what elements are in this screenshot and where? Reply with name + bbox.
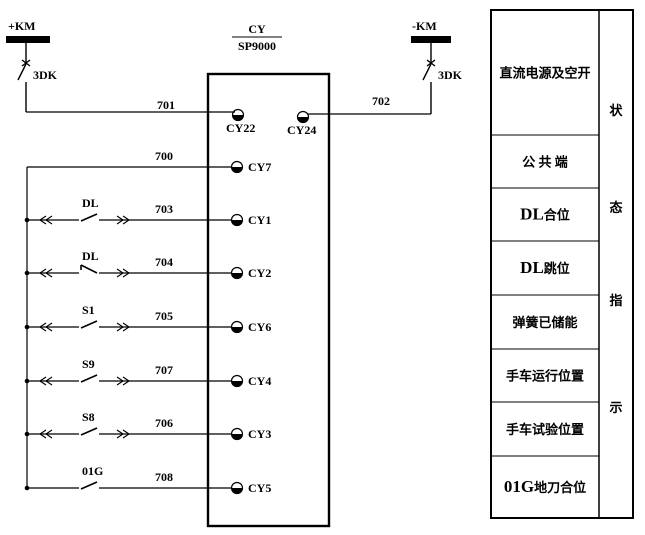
terminal-cy5-fill: [231, 488, 243, 494]
terminal-cy4-fill: [231, 381, 243, 387]
terminal-cy24-label: CY24: [287, 123, 316, 137]
status-cell-label: 手车试验位置: [506, 422, 584, 437]
terminal-cy7-label: CY7: [248, 160, 271, 174]
status-cell-prefix: DL: [520, 258, 544, 277]
status-cell-text: 弹簧已储能: [512, 315, 577, 330]
neg-bus-label: -KM: [412, 19, 437, 33]
contact-no-icon: [80, 213, 98, 222]
terminal-cy4-label: CY4: [248, 374, 271, 388]
left-breaker-label: 3DK: [33, 68, 58, 82]
status-cell-label: 手车运行位置: [506, 369, 584, 384]
status-cell-label: 直流电源及空开: [499, 66, 590, 81]
status-cell-text: 手车运行位置: [506, 369, 584, 384]
wire-701-label: 701: [157, 98, 175, 112]
device-box: [206, 72, 331, 528]
pos-bus-label: +KM: [8, 19, 36, 33]
left-breaker-symbol: [17, 43, 31, 112]
terminal-cy22-fill: [232, 115, 244, 121]
device-title: CY: [248, 22, 266, 36]
terminal-cy1-label: CY1: [248, 213, 271, 227]
status-cell-label: 公 共 端: [522, 155, 568, 170]
status-table-border: [490, 9, 634, 519]
contact-nc-icon: [80, 264, 98, 274]
switch-label: S1: [82, 303, 95, 317]
status-cell-label: 跳位: [544, 261, 570, 276]
switch-label: DL: [82, 196, 99, 210]
wire-number-label: 700: [155, 149, 173, 163]
terminal-cy3-label: CY3: [248, 427, 271, 441]
status-side-char: 态: [609, 200, 622, 215]
neg-bus-bar: [411, 36, 451, 43]
right-breaker-symbol: [422, 43, 436, 114]
right-breaker-label: 3DK: [438, 68, 463, 82]
device-model: SP9000: [238, 39, 276, 53]
terminal-cy5-label: CY5: [248, 481, 271, 495]
wire-number-label: 704: [155, 255, 173, 269]
terminal-cy1-fill: [231, 220, 243, 226]
switch-label: S9: [82, 357, 95, 371]
contact-no-icon: [80, 481, 98, 490]
terminal-cy22-label: CY22: [226, 121, 255, 135]
switch-label: S8: [82, 410, 95, 424]
status-cell-prefix: 01G: [504, 477, 534, 496]
status-cell-text: 直流电源及空开: [499, 66, 590, 81]
status-side-char: 指: [609, 293, 622, 308]
status-cell-text: 01G地刀合位: [504, 477, 586, 496]
status-cell-text: DL合位: [520, 205, 570, 224]
pos-bus-bar: [6, 36, 50, 43]
terminal-cy24-fill: [297, 117, 309, 123]
status-cell-text: 手车试验位置: [506, 422, 584, 437]
contact-no-icon: [80, 320, 98, 329]
status-cell-label: 弹簧已储能: [512, 315, 577, 330]
terminal-cy2-fill: [231, 273, 243, 279]
wire-number-label: 706: [155, 416, 173, 430]
wire-number-label: 707: [155, 363, 173, 377]
status-cell-label: 地刀合位: [534, 480, 586, 495]
status-cell-prefix: DL: [520, 205, 544, 224]
switch-label: 01G: [82, 464, 103, 478]
contact-no-icon: [80, 427, 98, 436]
terminal-cy3-fill: [231, 434, 243, 440]
wire-number-label: 705: [155, 309, 173, 323]
status-cell-text: 公 共 端: [522, 155, 568, 170]
terminal-cy6-label: CY6: [248, 320, 271, 334]
wire-number-label: 703: [155, 202, 173, 216]
terminal-cy2-label: CY2: [248, 266, 271, 280]
status-side-char: 示: [609, 400, 622, 415]
terminal-cy7-fill: [231, 167, 243, 173]
contact-no-icon: [80, 374, 98, 383]
status-side-char: 状: [609, 103, 623, 118]
terminal-cy6-fill: [231, 327, 243, 333]
wire-702-label: 702: [372, 94, 390, 108]
status-cell-label: 合位: [544, 208, 570, 223]
switch-label: DL: [82, 249, 99, 263]
status-cell-text: DL跳位: [520, 258, 570, 277]
wire-number-label: 708: [155, 470, 173, 484]
